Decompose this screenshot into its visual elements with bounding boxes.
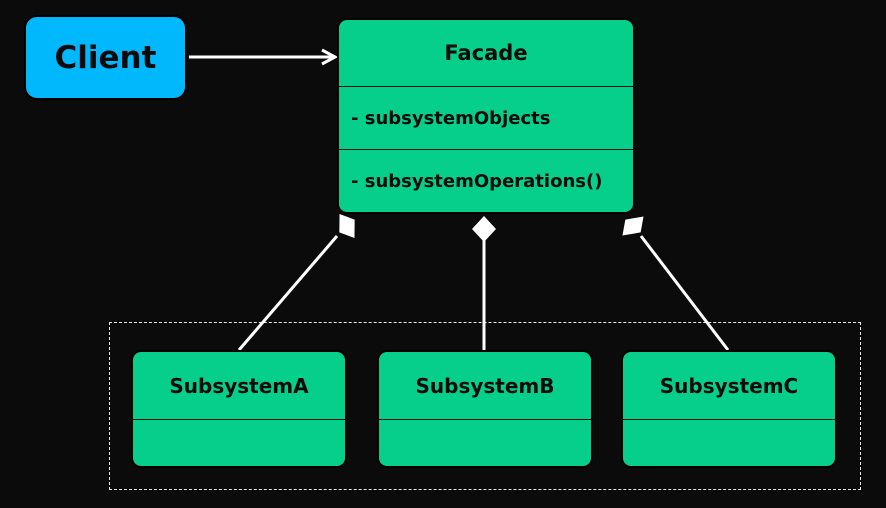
subsystem-c-body xyxy=(623,419,835,466)
client-box: Client xyxy=(24,15,187,100)
composition-link-subsystem-a xyxy=(237,213,355,351)
facade-class: Facade - subsystemObjects - subsystemOpe… xyxy=(337,18,635,214)
subsystem-a-body xyxy=(133,419,345,466)
composition-diamond-a xyxy=(339,213,355,239)
client-to-facade-arrow xyxy=(189,48,339,66)
composition-diamond-b xyxy=(472,216,496,242)
facade-name: Facade xyxy=(444,41,528,65)
subsystem-a-class: SubsystemA xyxy=(131,350,347,468)
composition-link-subsystem-c xyxy=(622,216,730,351)
subsystem-b-body xyxy=(379,419,591,466)
facade-operation: - subsystemOperations() xyxy=(339,149,633,212)
subsystem-c-class: SubsystemC xyxy=(621,350,837,468)
subsystem-b-name: SubsystemB xyxy=(379,352,591,420)
client-label: Client xyxy=(54,39,157,76)
subsystem-c-name: SubsystemC xyxy=(623,352,835,420)
composition-link-subsystem-b xyxy=(472,216,496,350)
subsystem-b-class: SubsystemB xyxy=(377,350,593,468)
composition-diamond-c xyxy=(622,216,644,236)
facade-attribute: - subsystemObjects xyxy=(339,86,633,149)
subsystem-a-name: SubsystemA xyxy=(133,352,345,420)
